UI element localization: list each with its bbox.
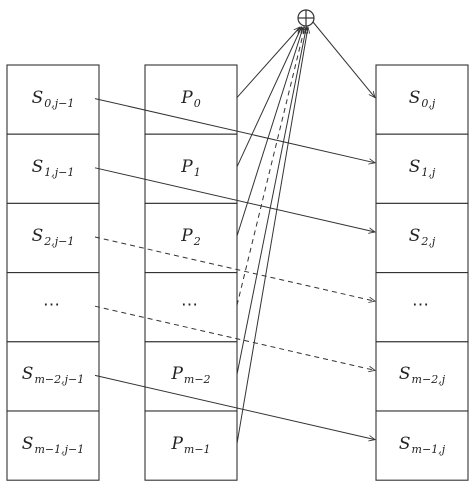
middle-cell-sub-2: 2 xyxy=(193,235,201,248)
xor-node xyxy=(297,9,315,27)
xor-input-arrow-0 xyxy=(236,27,300,98)
middle-cell-sub-0: 0 xyxy=(193,96,201,110)
middle-cell-sub-4: m−2 xyxy=(183,373,211,387)
right-cell-label-2: S2,j xyxy=(376,226,468,248)
middle-cell-sub-1: 1 xyxy=(193,165,201,179)
right-cell-main-3: ⋯ xyxy=(412,295,432,316)
right-cell-sub-4: m−2,j xyxy=(411,373,446,387)
left-cell-box-3 xyxy=(6,272,100,343)
right-cell-main-5: S xyxy=(398,433,411,454)
xor-input-arrow-1 xyxy=(236,27,303,168)
middle-cell-label-1: P1 xyxy=(145,157,237,179)
middle-cell-box-3 xyxy=(144,272,238,343)
right-cell-main-4: S xyxy=(398,364,411,385)
left-cell-label-2: S2,j−1 xyxy=(7,226,99,248)
left-cell-main-5: S xyxy=(21,433,34,454)
middle-cell-main-1: P xyxy=(181,156,193,177)
shift-arrow-0 xyxy=(94,98,375,163)
left-cell-box-2 xyxy=(6,202,100,274)
xor-input-arrow-3 xyxy=(236,27,305,306)
left-cell-label-1: S1,j−1 xyxy=(7,157,99,179)
left-cell-label-4: Sm−2,j−1 xyxy=(7,364,99,386)
left-cell-label-0: S0,j−1 xyxy=(7,88,99,110)
left-cell-main-3: ⋯ xyxy=(43,295,63,316)
right-cell-box-2 xyxy=(375,202,469,274)
middle-cell-main-3: ⋯ xyxy=(181,295,201,316)
middle-cell-main-4: P xyxy=(171,364,183,385)
left-cell-main-1: S xyxy=(31,156,44,177)
arrows xyxy=(94,21,375,444)
right-cell-box-3 xyxy=(375,272,469,343)
middle-cell-label-2: P2 xyxy=(145,226,237,248)
middle-cell-label-5: Pm−1 xyxy=(145,434,237,456)
left-cell-box-5 xyxy=(6,410,100,481)
right-cell-sub-1: 1,j xyxy=(421,165,436,179)
left-cell-box-1 xyxy=(6,133,100,204)
shift-arrow-4 xyxy=(94,374,375,439)
left-cell-sub-5: m−1,j−1 xyxy=(34,442,85,456)
left-cell-main-4: S xyxy=(21,364,34,385)
shift-arrow-3 xyxy=(94,305,375,370)
right-cell-main-2: S xyxy=(408,226,421,246)
middle-cell-main-2: P xyxy=(181,226,193,246)
right-cell-box-1 xyxy=(375,133,469,204)
right-cell-label-5: Sm−1,j xyxy=(376,434,468,456)
middle-cell-box-5 xyxy=(144,410,238,481)
left-cell-box-0 xyxy=(6,64,100,135)
left-cell-main-0: S xyxy=(31,87,44,108)
left-cell-main-2: S xyxy=(31,226,44,246)
right-cell-main-1: S xyxy=(408,156,421,177)
right-cell-sub-2: 2,j xyxy=(421,235,436,248)
xor-output-arrow xyxy=(312,21,375,98)
middle-cell-main-0: P xyxy=(181,87,193,108)
left-cell-sub-4: m−2,j−1 xyxy=(34,373,85,387)
xor-input-arrow-2 xyxy=(236,27,303,237)
middle-cell-sub-5: m−1 xyxy=(183,442,211,456)
xor-input-arrow-4 xyxy=(236,27,306,375)
left-cell-sub-2: 2,j−1 xyxy=(44,235,75,248)
xor-input-arrow-5 xyxy=(236,27,308,444)
middle-cell-main-5: P xyxy=(171,433,183,454)
middle-cell-label-0: P0 xyxy=(145,88,237,110)
middle-cell-box-4 xyxy=(144,341,238,412)
left-cell-sub-1: 1,j−1 xyxy=(44,165,75,179)
right-cell-label-1: S1,j xyxy=(376,157,468,179)
middle-cell-label-3: ⋯ xyxy=(145,295,237,315)
middle-cell-label-4: Pm−2 xyxy=(145,364,237,386)
right-cell-sub-0: 0,j xyxy=(421,96,436,110)
right-cell-sub-5: m−1,j xyxy=(411,442,446,456)
left-cell-sub-0: 0,j−1 xyxy=(44,96,75,110)
right-cell-box-5 xyxy=(375,410,469,481)
right-cell-box-4 xyxy=(375,341,469,412)
middle-cell-box-1 xyxy=(144,133,238,204)
right-cell-label-4: Sm−2,j xyxy=(376,364,468,386)
left-cell-label-3: ⋯ xyxy=(7,295,99,315)
left-cell-label-5: Sm−1,j−1 xyxy=(7,434,99,456)
right-cell-main-0: S xyxy=(408,87,421,108)
right-cell-label-0: S0,j xyxy=(376,88,468,110)
shift-arrow-1 xyxy=(94,167,375,232)
right-cell-label-3: ⋯ xyxy=(376,295,468,315)
register-boxes xyxy=(6,64,469,481)
shift-arrow-2 xyxy=(94,236,375,301)
